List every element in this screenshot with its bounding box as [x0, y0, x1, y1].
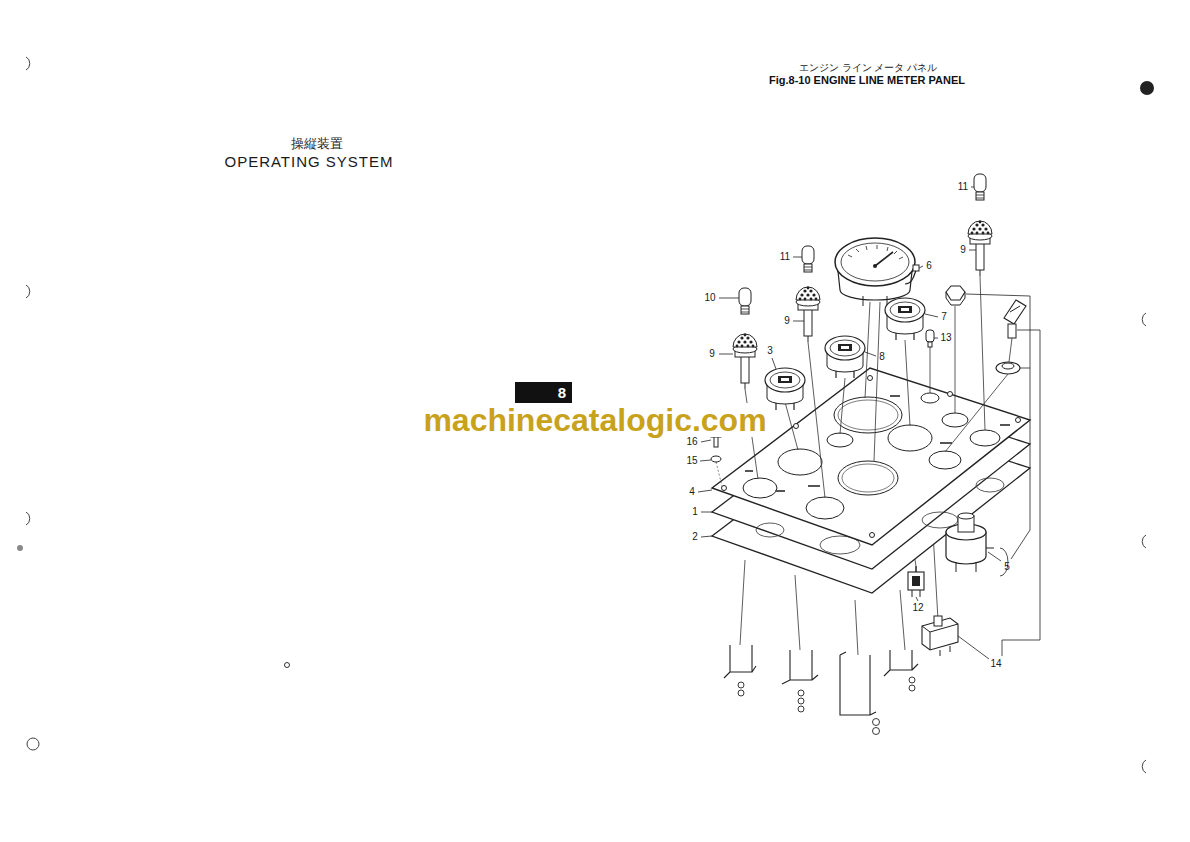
callout-number: 11 — [780, 252, 790, 262]
callout-number: 9 — [960, 245, 966, 255]
callout-number: 6 — [926, 261, 932, 271]
section-tab: 8 — [515, 382, 572, 403]
callout-number: 9 — [784, 316, 790, 326]
callout-number: 5 — [1004, 562, 1010, 572]
callout-number: 4 — [689, 487, 695, 497]
figure-title-japanese: エンジン ライン メータ パネル — [799, 63, 937, 73]
callout-number: 9 — [709, 349, 715, 359]
callout-number: 2 — [692, 532, 698, 542]
section-title: OPERATING SYSTEM — [224, 154, 393, 169]
callout-number: 15 — [686, 456, 697, 466]
callout-number: 1 — [692, 507, 698, 517]
figure-title: Fig.8-10 ENGINE LINE METER PANEL — [769, 75, 965, 86]
tab-number: 8 — [521, 385, 566, 400]
section-title-japanese: 操縦装置 — [291, 137, 343, 150]
callout-number: 11 — [958, 182, 968, 192]
callout-number: 14 — [990, 659, 1001, 669]
callout-number: 7 — [941, 312, 947, 322]
callout-number: 3 — [767, 346, 773, 356]
callout-number: 10 — [704, 293, 715, 303]
watermark: machinecatalogic.com — [421, 403, 768, 437]
callout-number: 12 — [912, 603, 923, 613]
callout-number: 8 — [879, 352, 885, 362]
callout-number: 16 — [686, 437, 697, 447]
callout-number: 13 — [940, 333, 951, 343]
